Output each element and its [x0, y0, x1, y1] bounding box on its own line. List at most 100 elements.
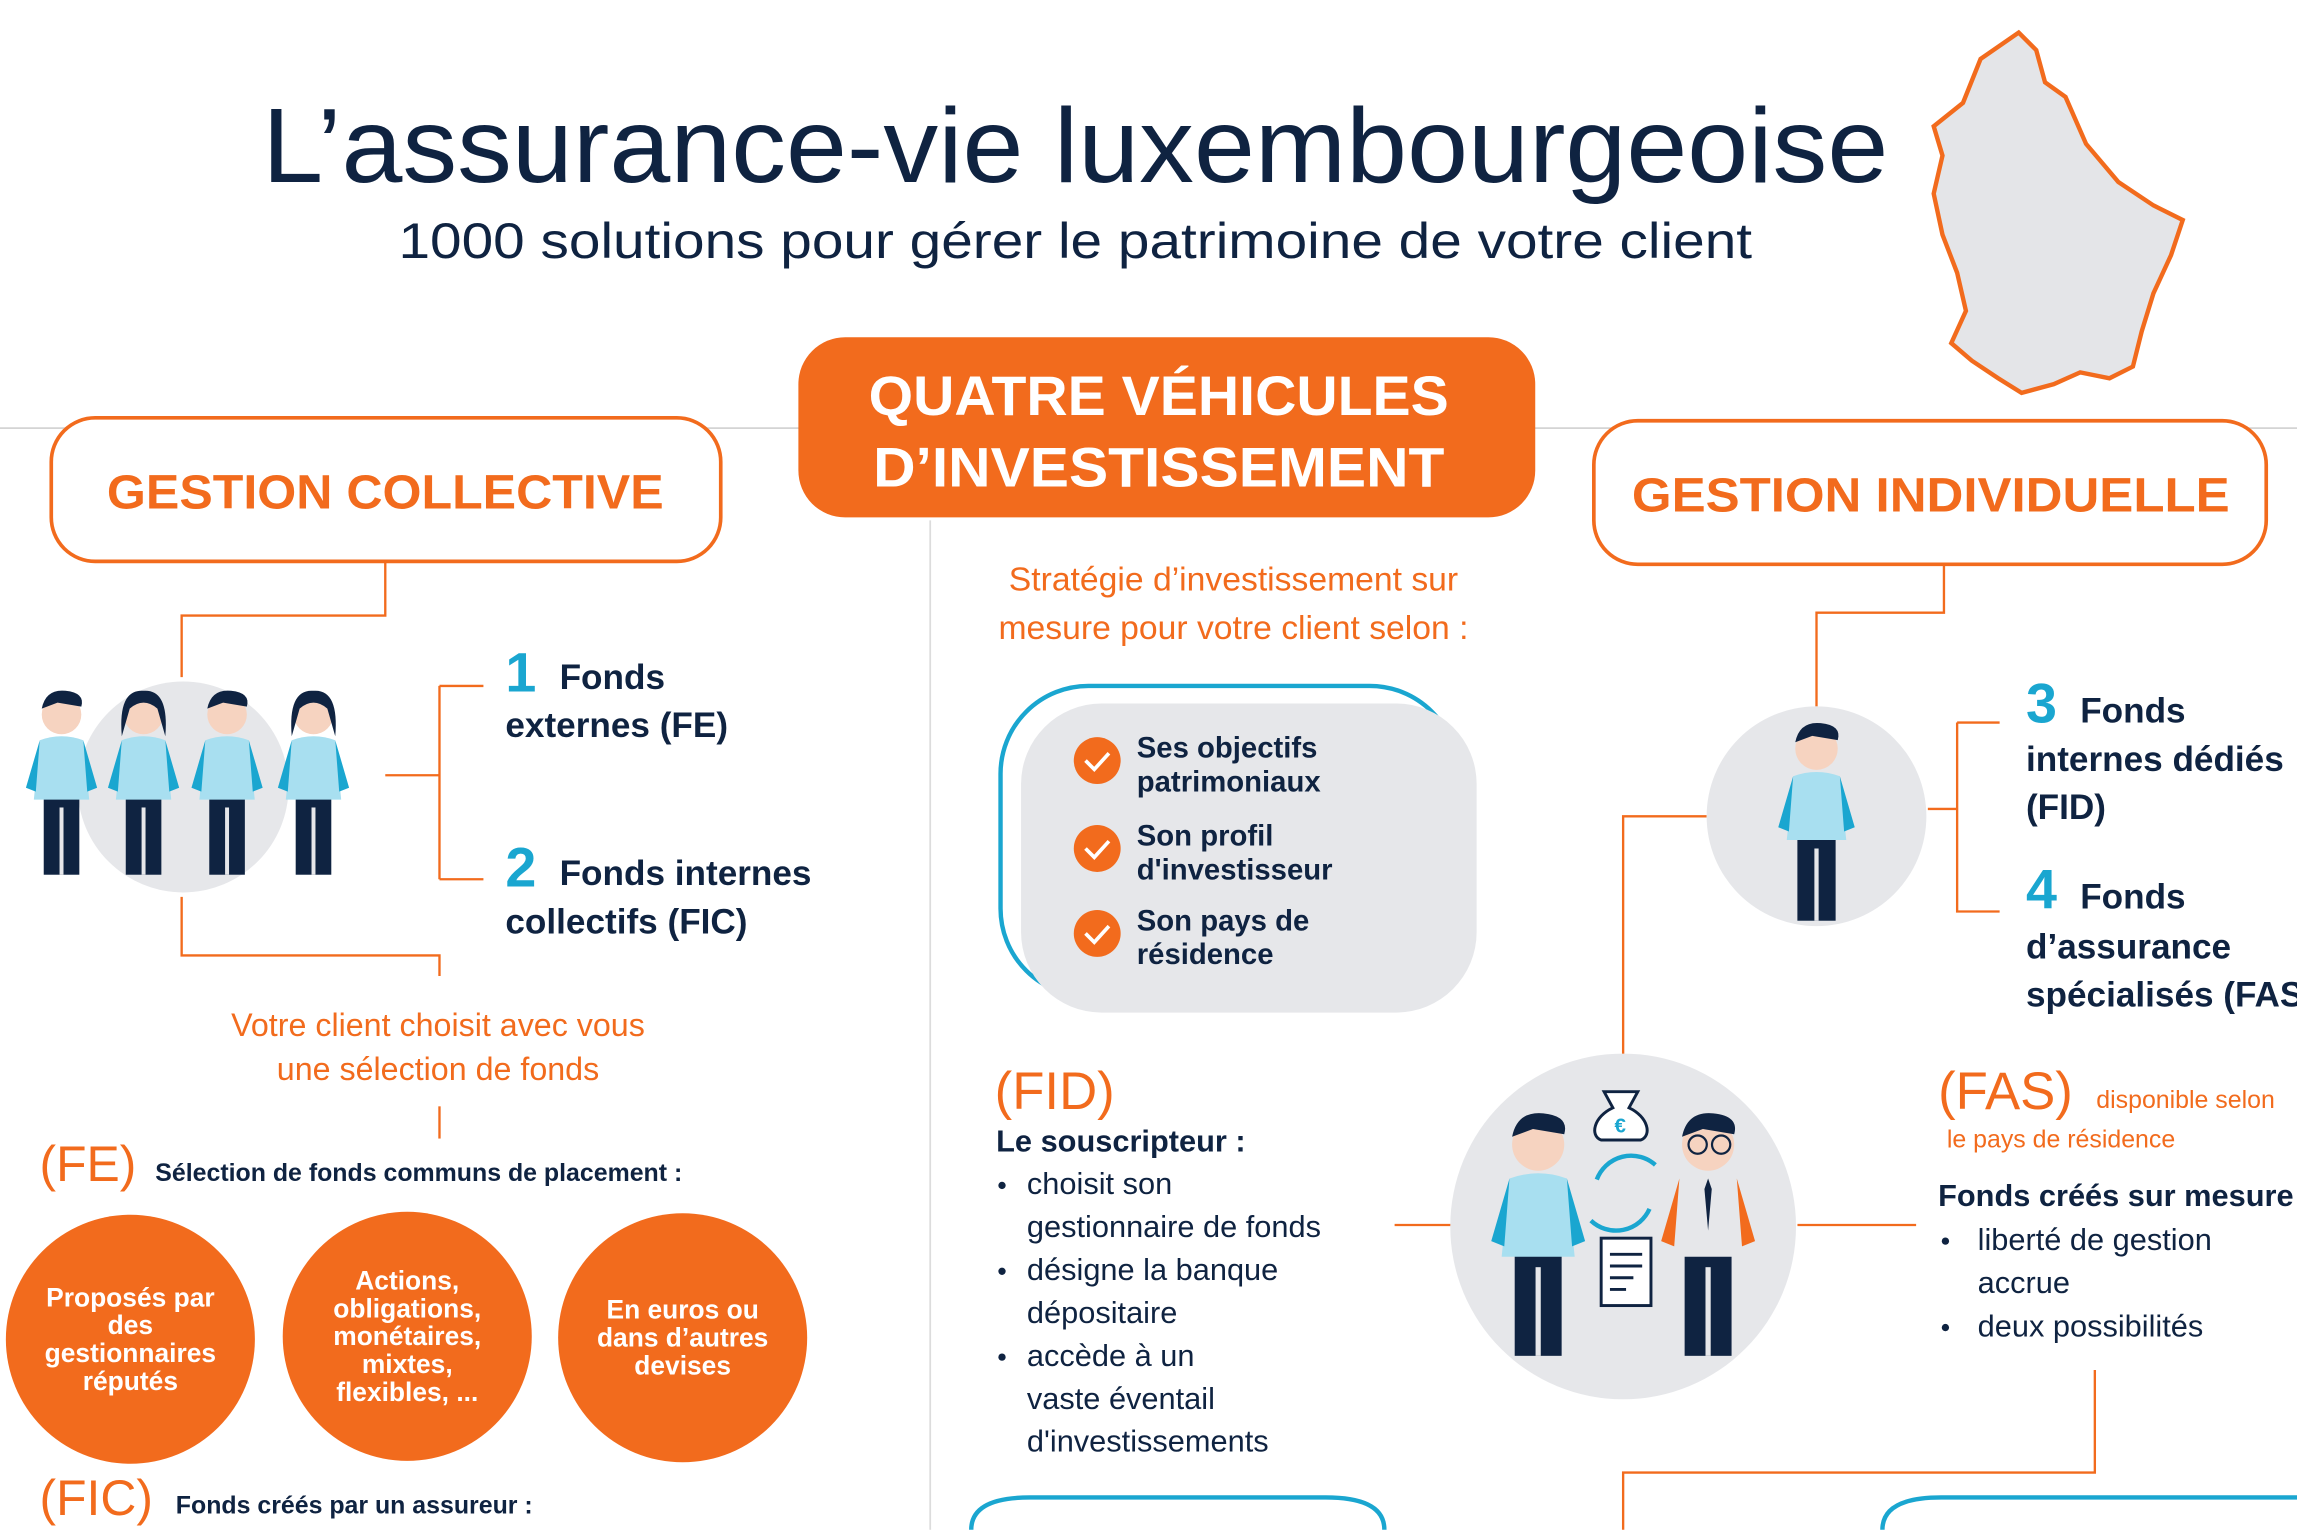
bubble-text: dans d’autres — [597, 1323, 768, 1353]
fas-line: accrue — [1978, 1265, 2070, 1300]
item3-line3: (FID) — [2026, 788, 2106, 827]
item2-line2: collectifs (FIC) — [505, 902, 747, 941]
item2-number: 2 — [505, 837, 536, 899]
bubble-text: mixtes, — [362, 1349, 453, 1379]
item3-line2: internes dédiés — [2026, 740, 2284, 779]
check-mark — [1084, 839, 1111, 860]
criteria-box-fill — [1021, 703, 1477, 1013]
item1-line1: Fonds — [560, 658, 665, 697]
fid-line: dépositaire — [1027, 1295, 1177, 1330]
fe-bubble — [558, 1213, 808, 1463]
fe-label: (FE) — [40, 1136, 137, 1192]
person-figure — [107, 690, 180, 875]
bubble-text: devises — [634, 1350, 731, 1380]
person-icon — [1778, 722, 1855, 921]
fid-line: d'investissements — [1027, 1424, 1269, 1459]
check-icon — [1073, 825, 1121, 872]
criteria-text: d'investisseur — [1137, 853, 1333, 886]
bullet — [998, 1181, 1006, 1190]
item1-line2: externes (FE) — [505, 706, 728, 745]
fid-line: désigne la banque — [1027, 1252, 1278, 1287]
bullet — [1941, 1323, 1950, 1332]
criteria-text: résidence — [1137, 938, 1274, 971]
svg-text:€: € — [1615, 1115, 1627, 1138]
bottom-box-center — [969, 1495, 1387, 1530]
item4-line3: spécialisés (FAS) — [2026, 976, 2297, 1015]
strategy-line2: mesure pour votre client selon : — [998, 610, 1468, 647]
item1-number: 1 — [505, 642, 536, 704]
page-subtitle: 1000 solutions pour gérer le patrimoine … — [398, 213, 1752, 269]
fe-bubble — [282, 1211, 532, 1461]
criteria-text: Ses objectifs — [1137, 732, 1318, 765]
bubble-text: monétaires, — [333, 1321, 481, 1351]
person-figure — [1778, 722, 1855, 921]
choice-line1: Votre client choisit avec vous — [231, 1007, 645, 1043]
item3-line1: Fonds — [2080, 692, 2185, 731]
check-icon — [1073, 737, 1121, 785]
bullet — [1941, 1237, 1950, 1245]
item3-number: 3 — [2026, 673, 2057, 735]
check-mark — [1084, 752, 1111, 773]
fid-heading: Le souscripteur : — [996, 1124, 1245, 1159]
fas-note2: le pays de résidence — [1947, 1125, 2175, 1153]
fid-label: (FID) — [995, 1062, 1115, 1121]
fas-list: liberté de gestion accrue deux possibilité… — [1941, 1222, 2212, 1343]
item4-line2: d’assurance — [2026, 927, 2231, 966]
item2-line1: Fonds internes — [560, 854, 812, 893]
connector-lines — [180, 561, 2097, 1530]
gestion-collective-title: GESTION COLLECTIVE — [107, 466, 664, 520]
fas-line: liberté de gestion — [1978, 1222, 2212, 1257]
fic-label: (FIC) — [40, 1470, 153, 1526]
strategy-line1: Stratégie d’investissement sur — [1009, 562, 1458, 599]
bubble-text: gestionnaires — [45, 1338, 216, 1368]
fas-label: (FAS) — [1938, 1062, 2073, 1121]
bubble-text: Proposés par — [46, 1282, 214, 1312]
bubble-text: En euros ou — [606, 1295, 758, 1325]
check-icon — [1073, 910, 1121, 957]
criteria-text: Son profil — [1137, 820, 1274, 853]
fic-text: Fonds créés par un assureur : — [176, 1492, 533, 1520]
gestion-individuelle-title: GESTION INDIVIDUELLE — [1632, 469, 2230, 523]
check-mark — [1084, 924, 1111, 945]
fe-text: Sélection de fonds communs de placement … — [155, 1159, 682, 1187]
fas-line: deux possibilités — [1978, 1308, 2204, 1343]
person-figure — [277, 690, 350, 875]
fe-bubble — [5, 1214, 255, 1464]
four-vehicles-line1: QUATRE VÉHICULES — [869, 365, 1449, 427]
bullet — [998, 1267, 1006, 1275]
group-of-people-icon — [25, 690, 350, 875]
fid-list: choisit son gestionnaire de fonds désigne … — [998, 1166, 1321, 1459]
four-vehicles-box — [798, 337, 1536, 518]
page-title: L’assurance-vie luxembourgeoise — [262, 88, 1888, 205]
criteria-text: patrimoniaux — [1137, 765, 1322, 798]
fe-bubbles: Proposés pardesgestionnairesréputésActio… — [5, 1211, 808, 1464]
bubble-text: Actions, — [355, 1265, 459, 1295]
person-figure — [1491, 1113, 1586, 1356]
fid-line: choisit son — [1027, 1166, 1172, 1201]
gestion-individuelle-box — [1592, 418, 2269, 567]
client-advisor-icon — [1491, 1113, 1756, 1356]
four-vehicles-line2: D’INVESTISSEMENT — [873, 437, 1444, 499]
money-bag-icon: € — [1593, 1090, 1649, 1142]
fid-line: gestionnaire de fonds — [1027, 1209, 1321, 1244]
bottom-box-right — [1880, 1495, 2297, 1530]
bubble-text: obligations, — [333, 1293, 481, 1323]
person-figure — [25, 690, 98, 875]
person-figure — [1661, 1113, 1756, 1356]
fas-heading: Fonds créés sur mesure — [1938, 1178, 2294, 1213]
fas-note1: disponible selon — [2096, 1086, 2275, 1114]
fid-line: accède à un — [1027, 1338, 1195, 1373]
gestion-collective-box — [49, 415, 723, 564]
luxembourg-map-icon — [1931, 29, 2186, 396]
exchange-arrows-icon — [1589, 1153, 1657, 1233]
person-figure — [191, 690, 263, 875]
bubble-text: flexibles, ... — [336, 1377, 478, 1407]
choice-line2: une sélection de fonds — [277, 1051, 599, 1087]
criteria-text: Son pays de — [1137, 905, 1310, 938]
item4-line1: Fonds — [2080, 878, 2185, 917]
fid-line: vaste éventail — [1027, 1381, 1215, 1416]
bullet — [998, 1353, 1006, 1361]
item4-number: 4 — [2026, 859, 2057, 921]
